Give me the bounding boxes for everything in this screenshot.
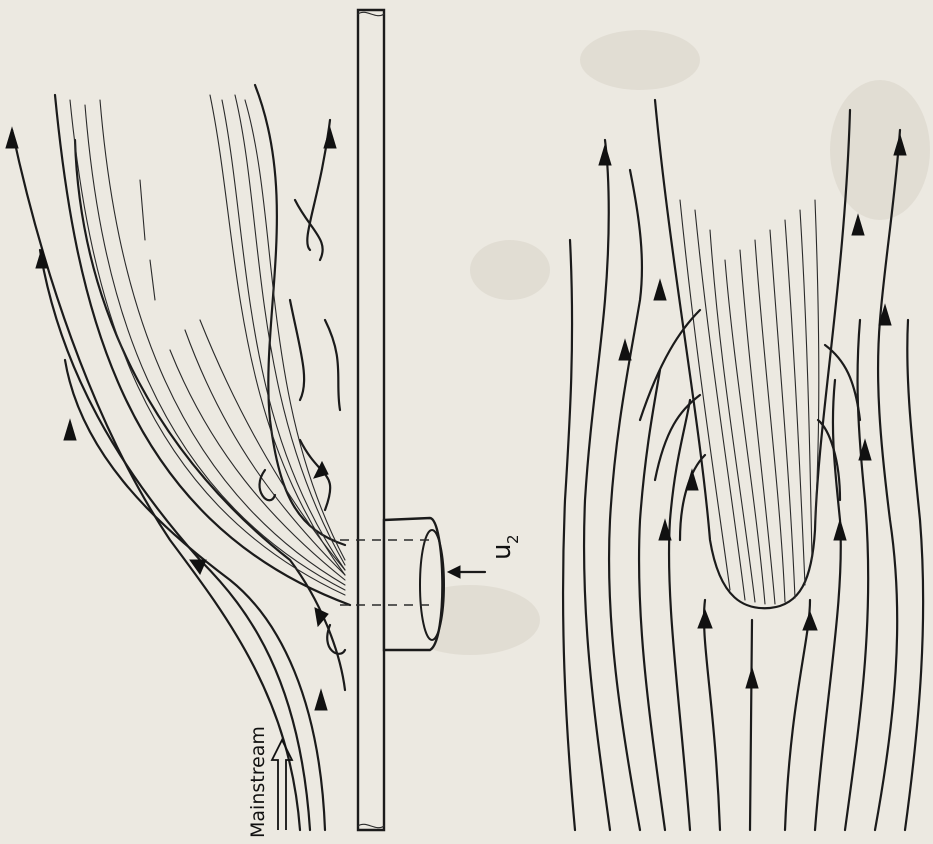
arrow-icon [746,668,758,688]
streamline [563,240,575,830]
wall-plate [358,10,384,830]
arrow-icon [6,128,18,148]
svg-text:2: 2 [504,534,522,544]
jet-plume-outline [655,100,850,608]
streamline [639,370,665,830]
arrow-icon [852,215,864,235]
jet-velocity-arrowhead [448,566,460,578]
arrow-icon [619,340,631,360]
jet-inner-boundary [255,85,345,545]
streamline [584,140,610,830]
streamline [75,140,345,690]
arrow-icon [698,610,712,628]
jet-pipe [384,518,442,650]
arrow-icon [315,690,327,710]
jet-outer-boundary [55,95,350,605]
streamline [785,600,810,830]
streamline [750,620,752,830]
wake-eddies [260,120,345,654]
arrow-icon [599,145,611,165]
streamline [905,320,923,830]
arrow-icon [803,612,817,630]
svg-text:Mainstream: Mainstream [247,726,269,838]
mainstream-arrow [272,740,292,830]
arrow-icon [654,280,666,300]
jet-velocity-label: u 2 [487,534,522,560]
streamline [815,380,841,830]
plume-hatching [680,200,819,604]
mainstream-label: Mainstream [247,726,269,838]
streamline [609,170,642,830]
arrow-icon [834,520,846,540]
streamline [669,400,690,830]
streamline [875,130,900,830]
side-view-panel: u 2 Mainstream [6,10,522,838]
streamline [704,600,720,830]
arrow-icon [686,470,698,490]
arrow-icon [36,248,48,268]
arrow-icon [64,420,76,440]
svg-text:u: u [487,544,517,560]
arrow-icon [324,128,336,148]
streamline [12,130,300,830]
